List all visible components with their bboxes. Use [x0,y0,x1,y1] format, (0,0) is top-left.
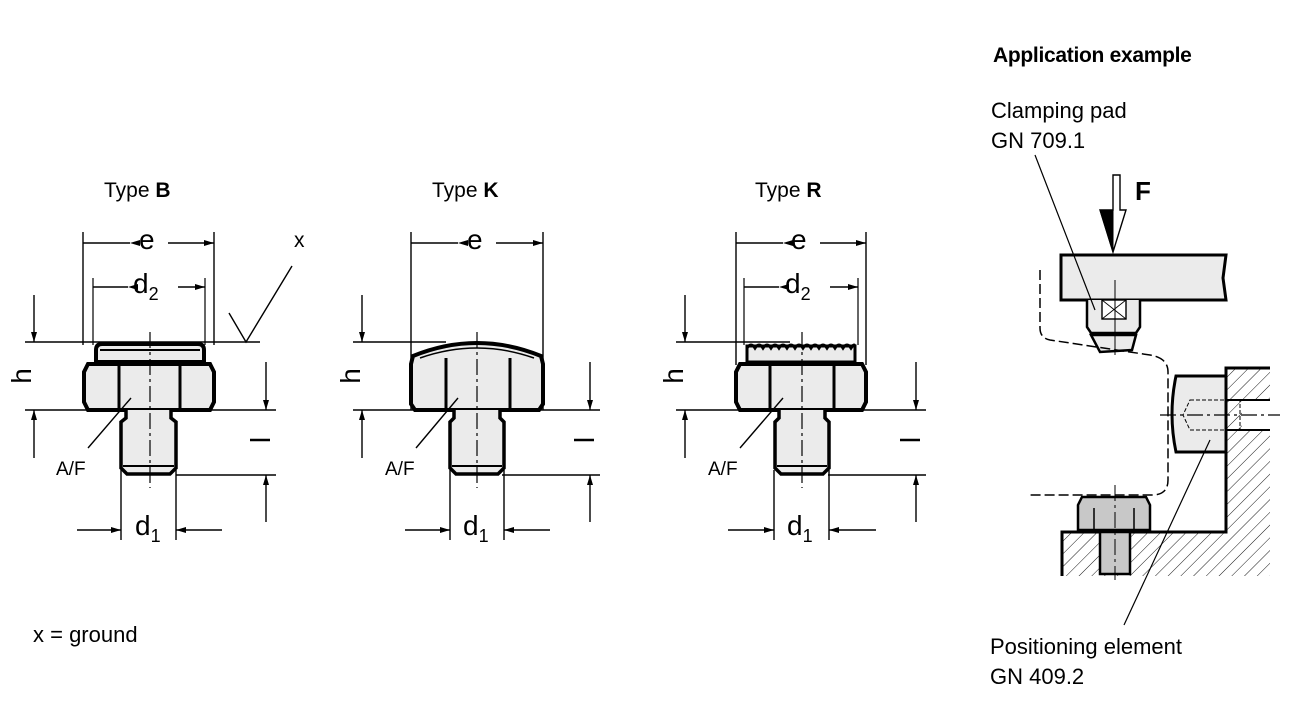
type-b-dim-d1: d1 [135,510,161,546]
application-example-title: Application example [993,44,1192,67]
positioning-element-part-number: GN 409.2 [990,664,1085,689]
type-k-drawing [353,232,600,540]
type-k-dim-h: h [334,368,366,384]
type-k-dim-l: l [569,436,601,444]
footnote-ground: x = ground [33,622,138,647]
type-r-title: Type R [755,179,822,202]
type-r-dim-e: e [791,224,807,255]
type-k-dim-e: e [467,224,483,255]
type-r-dim-h: h [657,368,689,384]
force-label: F [1135,176,1151,206]
type-k-title: Type K [432,179,499,202]
type-r-dim-l: l [895,436,927,444]
type-k-dim-d1: d1 [463,510,489,546]
type-b-dim-l: l [245,436,277,444]
type-b-dim-h: h [5,368,37,384]
ground-symbol-label: x [294,229,305,252]
type-b-drawing [25,232,293,540]
type-b-dim-e: e [139,224,155,255]
type-b-af-label: A/F [56,459,86,480]
clamping-pad-label: Clamping pad [991,98,1127,123]
positioning-element-label: Positioning element [990,634,1183,659]
type-r-dim-d1: d1 [787,510,813,546]
application-example-drawing [1028,154,1280,626]
type-r-drawing [676,232,926,540]
clamping-pad-part-number: GN 709.1 [991,128,1086,153]
type-r-af-label: A/F [708,459,738,480]
type-r-dim-d2: d2 [785,268,811,304]
type-b-title: Type B [104,179,171,202]
type-b-dim-d2: d2 [133,268,159,304]
type-k-af-label: A/F [385,459,415,480]
